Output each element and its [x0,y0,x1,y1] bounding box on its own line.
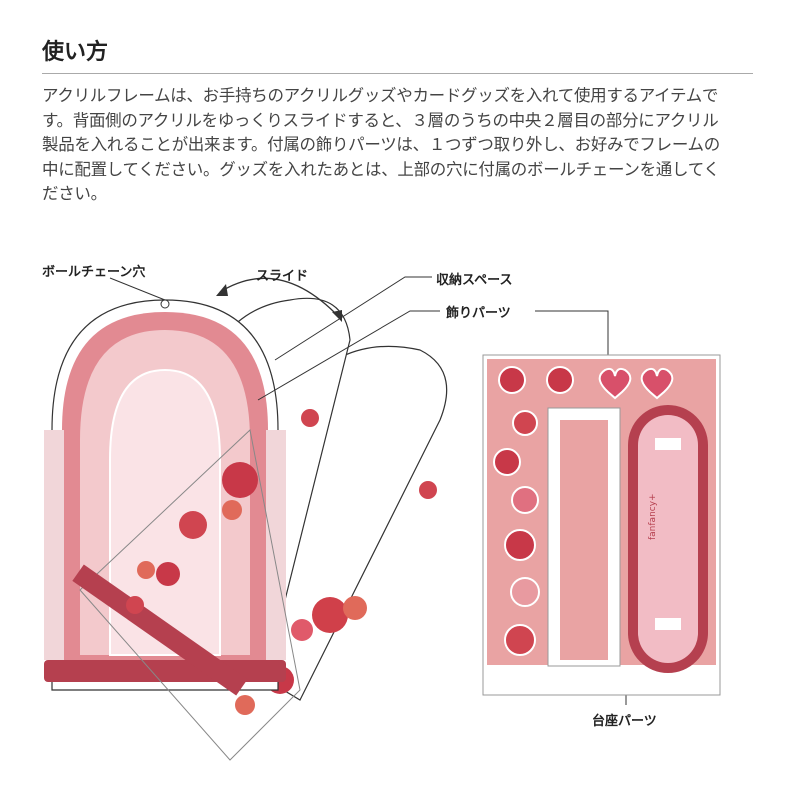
label-slide: スライド [256,269,309,284]
instructions-paragraph: アクリルフレームは、お手持ちのアクリルグッズやカードグッズを入れて使用するアイテ… [42,84,772,207]
label-ball-chain-hole: ボールチェーン穴 [42,265,146,280]
slide-arrow [219,277,341,319]
brand-text: fanfancy+ [648,493,658,540]
divider [42,73,753,74]
paragraph-line: 中に配置してください。グッズを入れたあとは、上部の穴に付属のボールチェーンを通し… [42,159,720,179]
label-storage-space: 収納スペース [436,273,513,288]
label-decoration-parts: 飾りパーツ [446,306,511,321]
label-base-parts: 台座パーツ [592,714,657,729]
page-title: 使い方 [42,40,109,65]
paragraph-line: 製品を入れることが出来ます。付属の飾りパーツは、１つずつ取り外し、お好みでフレー… [42,135,720,154]
paragraph-line: アクリルフレームは、お手持ちのアクリルグッズやカードグッズを入れて使用するアイテ… [42,86,719,105]
middle-layer [72,429,301,761]
paragraph-line: す。背面側のアクリルをゆっくりスライドすると、３層のうちの中央２層目の部分にアク… [42,110,719,130]
paragraph-line: ださい。 [42,184,107,203]
parts-sheet: fanfancy+ [482,354,721,696]
